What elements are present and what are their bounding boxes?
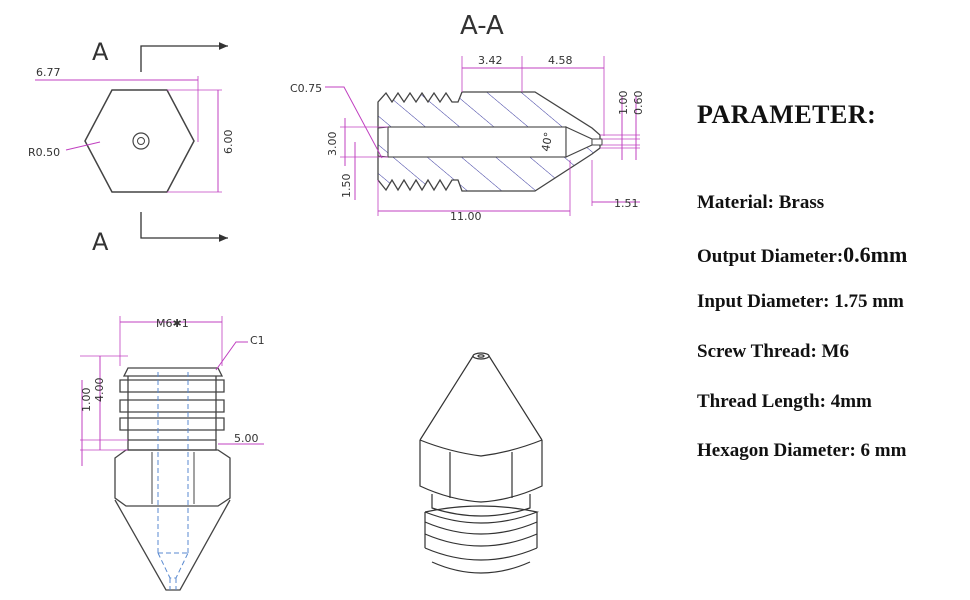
nozzle-hole [132, 132, 150, 150]
filament-bore [387, 126, 567, 158]
dim-4-58: 4.58 [548, 54, 573, 67]
hex-across-corners-label: 6.77 [36, 66, 61, 79]
perspective-view [419, 352, 543, 574]
thread-length-row: Thread Length: 4mm [697, 390, 872, 412]
hexagon-outline [84, 89, 195, 193]
angle-40: 40° [539, 131, 555, 152]
parameter-heading: PARAMETER: [697, 100, 877, 129]
side-cone [114, 499, 231, 591]
dim-1-51: 1.51 [614, 197, 639, 210]
material-row: Material: Brass [697, 192, 825, 213]
output-diameter-label: Output Diameter: [697, 245, 844, 267]
input-diameter-row: Input Diameter: 1.75 mm [697, 291, 904, 313]
dim-1-50: 1.50 [340, 174, 353, 199]
dim-1-00-tip: 1.00 [617, 91, 630, 116]
dim-1-00-thread: 1.00 [80, 388, 93, 413]
output-diameter-row: Output Diameter:0.6mm [697, 242, 967, 292]
chamfer-label: C0.75 [290, 82, 322, 95]
dim-11-00: 11.00 [450, 210, 482, 223]
section-arrow-top [140, 42, 228, 72]
hex-across-flats-label: 6.00 [222, 130, 235, 155]
dim-0-60: 0.60 [632, 91, 645, 116]
section-marker-top: A [92, 38, 109, 66]
section-arrow-bottom [140, 212, 228, 242]
side-view: M6✱1 C1 1.00 4.00 5.00 [80, 316, 265, 591]
hexagon-diameter-row: Hexagon Diameter: 6 mm [697, 440, 907, 462]
parameter-panel: PARAMETER: Material: Brass Output Diamet… [697, 100, 967, 490]
chamfer-c1: C1 [250, 334, 265, 347]
section-marker-bottom: A [92, 228, 109, 256]
dim-3-42: 3.42 [478, 54, 503, 67]
section-title: A-A [460, 11, 504, 41]
technical-drawing: A A 6.77 R0.50 6.00 A-A C0.75 3.42 4.58 [28, 11, 645, 591]
hex-radius-label: R0.50 [28, 146, 60, 159]
screw-thread-row: Screw Thread: M6 [697, 341, 849, 363]
section-view: A-A C0.75 3.42 4.58 1.00 0.60 3.00 1.50 [290, 11, 645, 223]
thread-spec: M6✱1 [156, 317, 189, 330]
dim-5-00: 5.00 [234, 432, 259, 445]
dim-3-00: 3.00 [326, 132, 339, 157]
hexagon-end-view: A A 6.77 R0.50 6.00 [28, 38, 235, 256]
output-diameter-value: 0.6mm [843, 241, 908, 267]
side-hex-body [114, 449, 231, 507]
dim-4-00: 4.00 [93, 378, 106, 403]
